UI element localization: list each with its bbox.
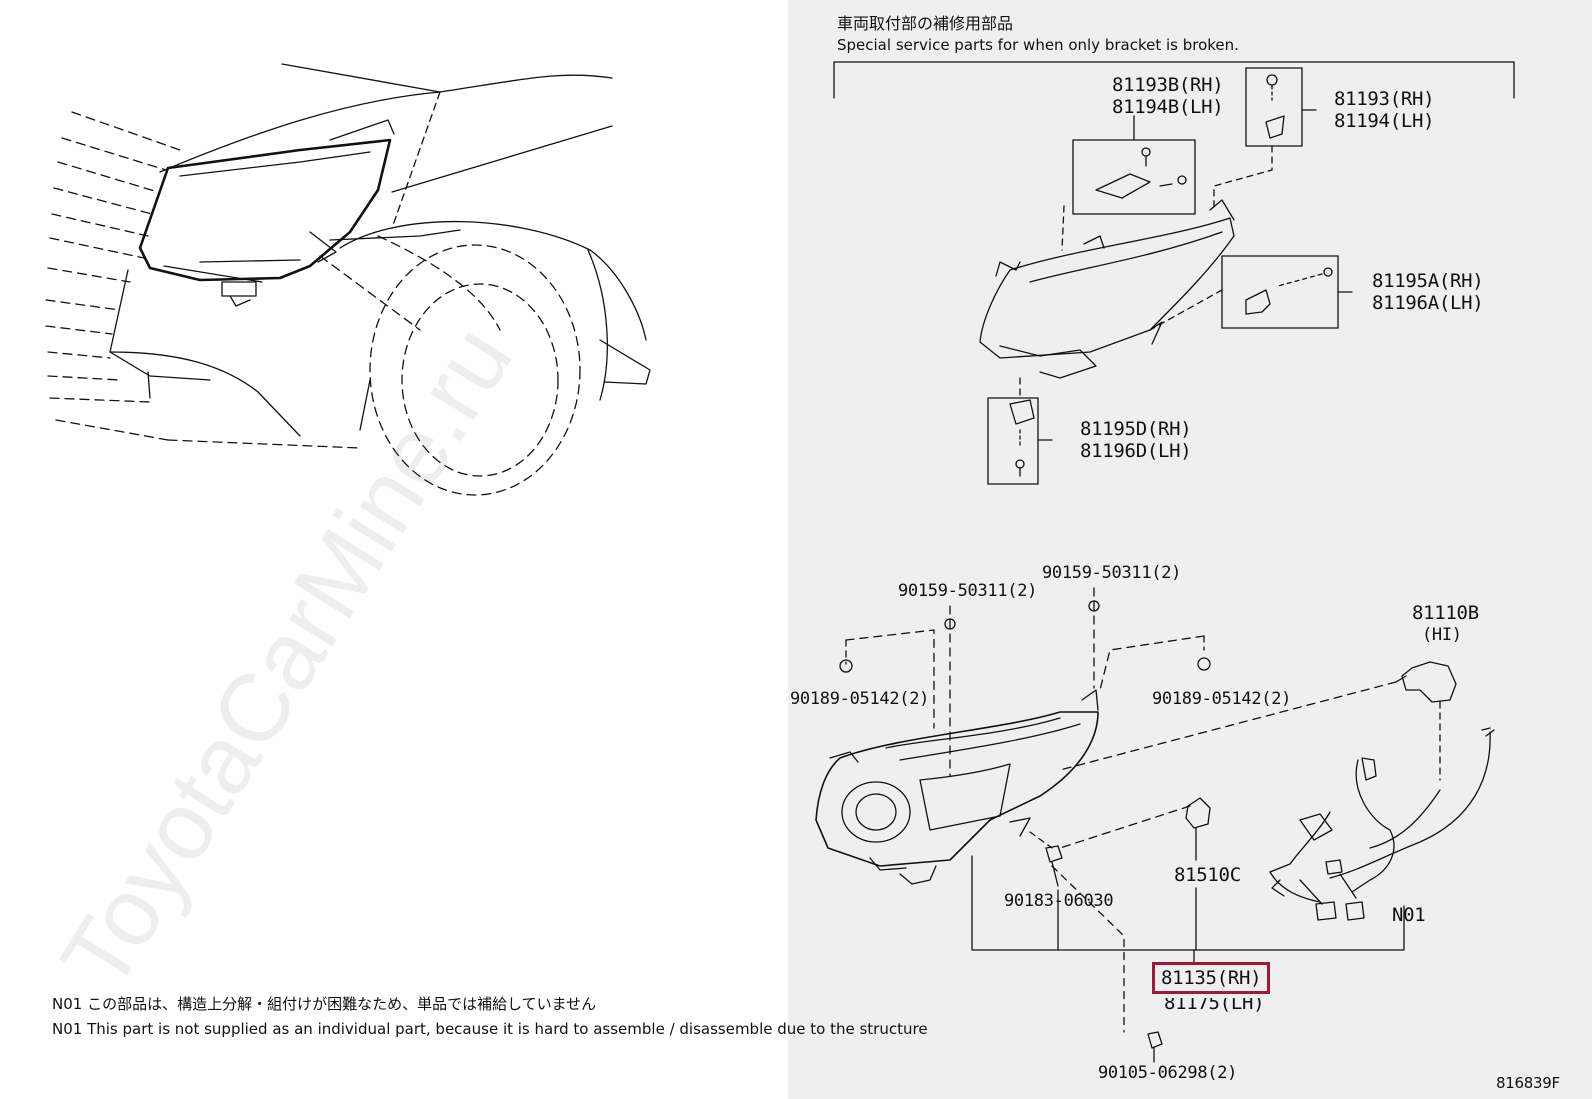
diagram-id: 816839F (1496, 1074, 1560, 1092)
part-label-81135-highlighted[interactable]: 81135(RH) (1152, 962, 1271, 994)
note-n01-english: N01 This part is not supplied as an indi… (52, 1020, 928, 1038)
part-label-screw-right[interactable]: 90159-50311(2) (1042, 563, 1182, 583)
part-label-81175[interactable]: 81175(LH) (1164, 992, 1265, 1014)
part-label-90105[interactable]: 90105-06298(2) (1098, 1063, 1238, 1083)
part-label-90183[interactable]: 90183-06030 (1004, 891, 1114, 911)
part-label-81110b[interactable]: 81110B (1412, 602, 1479, 624)
assembly-section-lines (816, 588, 1494, 1062)
part-label-81194b[interactable]: 81194B(LH) (1112, 96, 1224, 118)
part-label-81196d[interactable]: 81196D(LH) (1080, 440, 1192, 462)
part-label-81193[interactable]: 81193(RH) (1334, 88, 1435, 110)
part-label-81196a[interactable]: 81196A(LH) (1372, 292, 1484, 314)
header-title-english: Special service parts for when only brac… (837, 36, 1239, 54)
part-label-clip-left[interactable]: 90189-05142(2) (790, 689, 930, 709)
header-title-japanese: 車両取付部の補修用部品 (837, 14, 1014, 33)
part-label-81195d[interactable]: 81195D(RH) (1080, 418, 1192, 440)
right-panel-background (788, 0, 1592, 1099)
part-label-n01[interactable]: N01 (1392, 904, 1426, 926)
bracket-section-lines (834, 62, 1514, 484)
part-label-81510c[interactable]: 81510C (1174, 864, 1241, 886)
part-label-clip-right[interactable]: 90189-05142(2) (1152, 689, 1292, 709)
part-label-81195a[interactable]: 81195A(RH) (1372, 270, 1484, 292)
part-label-bulb-hi-tag: (HI) (1422, 625, 1462, 645)
part-label-81193b[interactable]: 81193B(RH) (1112, 74, 1224, 96)
note-n01-japanese: N01 この部品は、構造上分解・組付けが困難なため、単品では補給していません (52, 995, 597, 1013)
vehicle-front-illustration (46, 64, 650, 495)
part-label-81194[interactable]: 81194(LH) (1334, 110, 1435, 132)
part-label-screw-left[interactable]: 90159-50311(2) (898, 581, 1038, 601)
